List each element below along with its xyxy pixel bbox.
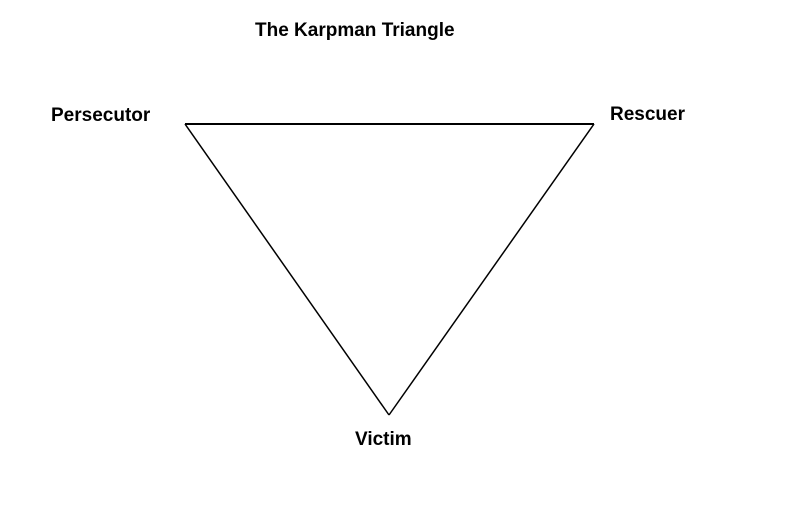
diagram-title: The Karpman Triangle	[255, 20, 455, 41]
edge-persecutor-victim	[184, 123, 390, 416]
edge-rescuer-victim	[388, 123, 595, 416]
node-victim: Victim	[355, 429, 412, 450]
node-rescuer: Rescuer	[610, 104, 685, 125]
node-persecutor: Persecutor	[51, 105, 151, 126]
